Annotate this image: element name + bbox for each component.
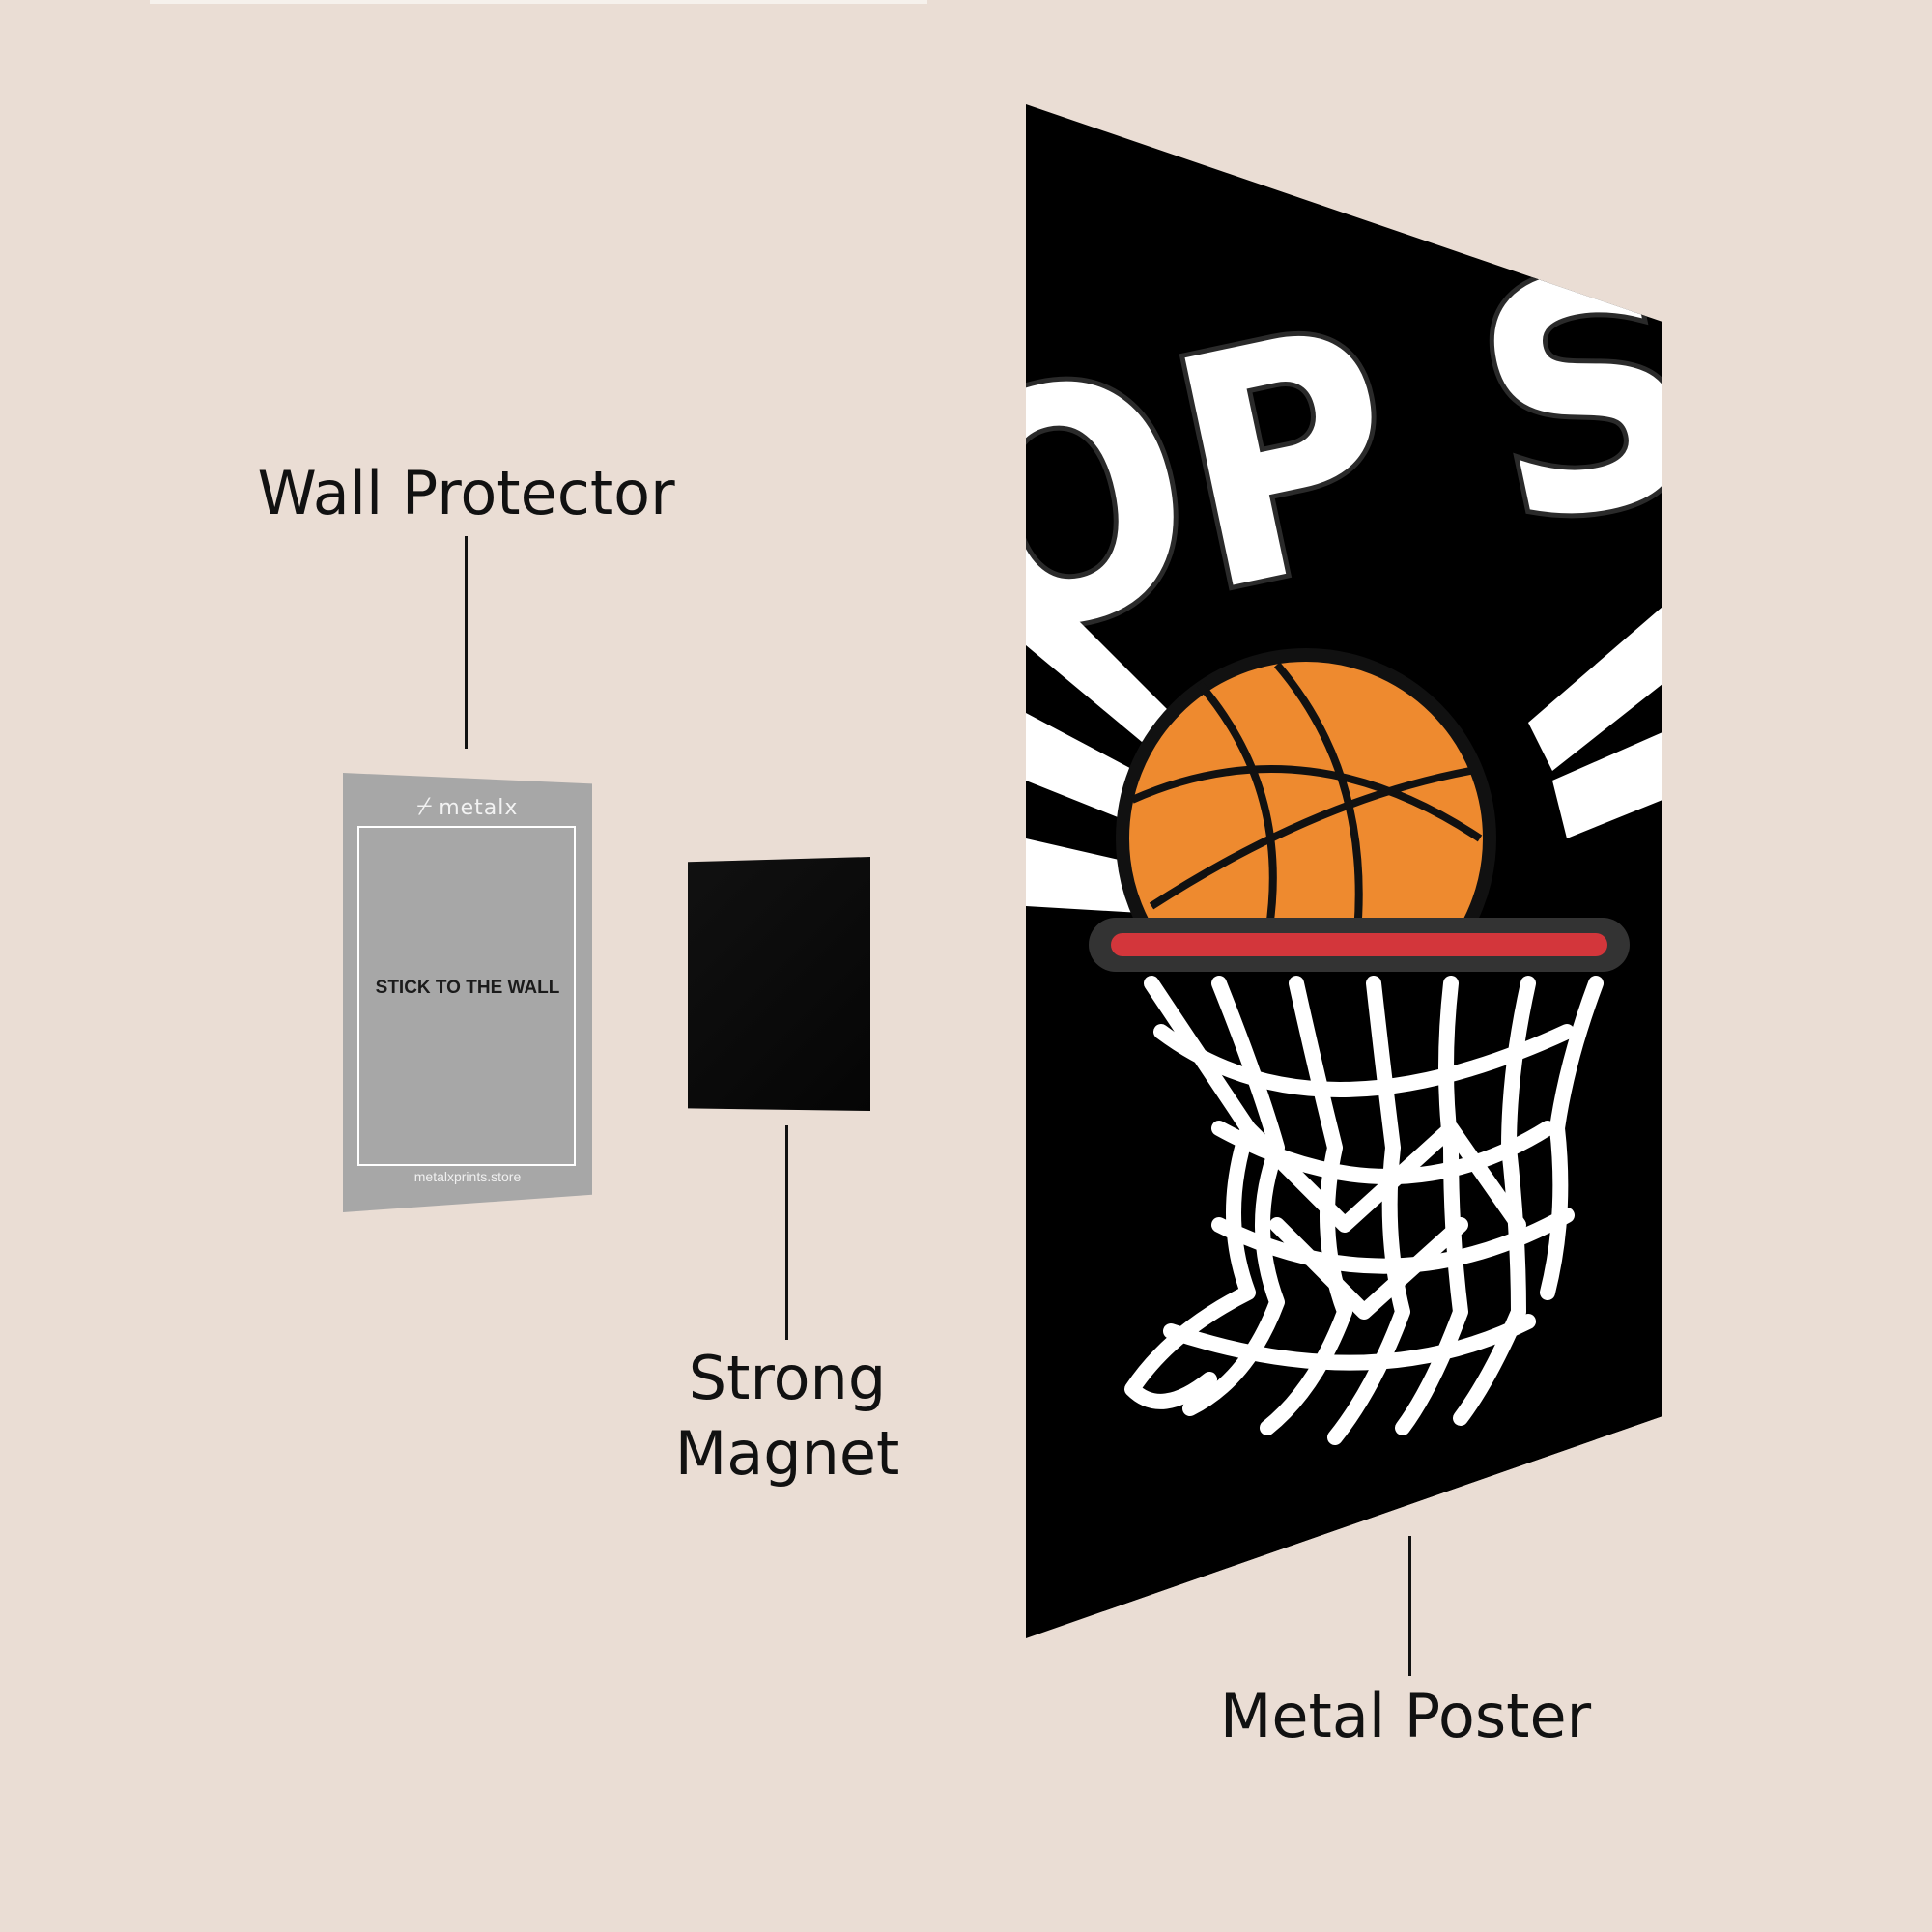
leader-line-metal-poster: [1408, 1536, 1411, 1676]
protector-logo: ⌿metalx: [343, 792, 592, 822]
protector-logo-text: metalx: [439, 796, 519, 820]
leader-line-wall-protector: [465, 536, 468, 749]
net-icon: [1124, 976, 1604, 1445]
label-strong-magnet-line1: Strong: [688, 1343, 887, 1413]
poster-artwork: OP SHOO: [1026, 104, 1662, 1638]
protector-instruction: STICK TO THE WALL: [375, 978, 560, 998]
hoop-rim-icon: [1089, 918, 1630, 972]
label-wall-protector: Wall Protector: [257, 458, 675, 528]
label-strong-magnet: Strong Magnet: [647, 1341, 927, 1491]
protector-url: metalxprints.store: [413, 1169, 522, 1184]
leader-line-strong-magnet: [785, 1125, 788, 1340]
strong-magnet: [688, 857, 870, 1111]
top-edge-strip: [150, 0, 927, 4]
protector-border: [357, 826, 576, 1166]
metal-poster: OP SHOO: [1026, 104, 1662, 1638]
wall-protector: ⌿metalx STICK TO THE WALL metalxprints.s…: [343, 773, 592, 1212]
label-metal-poster: Metal Poster: [1219, 1681, 1592, 1751]
metalx-logo-icon: ⌿: [416, 792, 434, 821]
label-strong-magnet-line2: Magnet: [674, 1417, 900, 1489]
